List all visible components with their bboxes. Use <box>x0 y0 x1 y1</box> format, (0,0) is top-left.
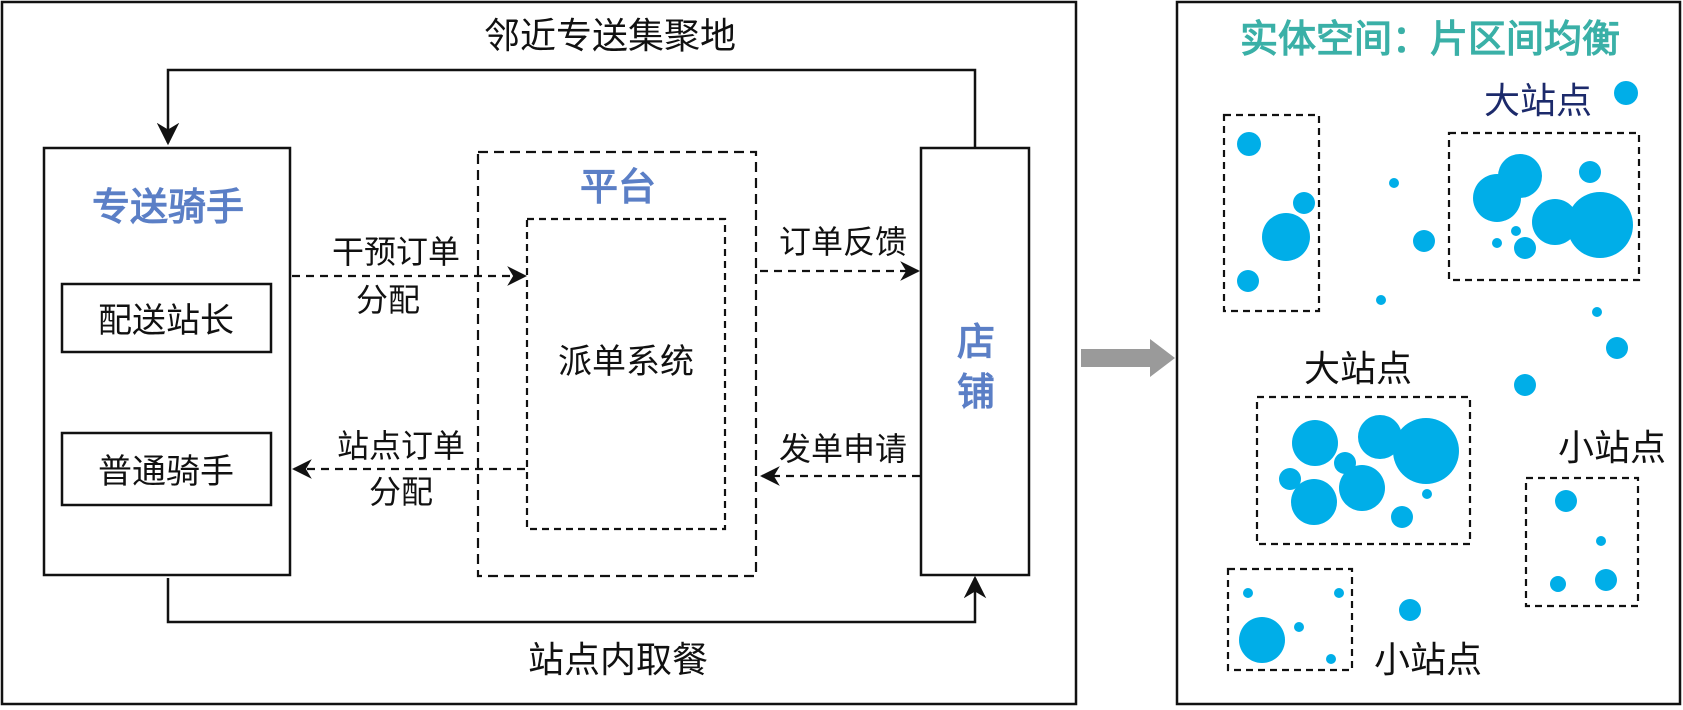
store-title-line1: 店 <box>957 320 995 364</box>
small-station-label-bottom: 小站点 <box>1374 640 1482 681</box>
station-manager-label: 配送站长 <box>98 301 234 341</box>
cluster-region-small-right <box>1524 476 1640 608</box>
demand-dot <box>1294 622 1304 632</box>
demand-dot <box>1492 238 1502 248</box>
demand-dot <box>1292 420 1338 466</box>
intervene-label-line1: 干预订单 <box>332 233 460 271</box>
demand-dot <box>1237 132 1261 156</box>
demand-dot <box>1326 654 1336 664</box>
demand-dot <box>1511 226 1521 236</box>
big-station-label-top: 大站点 <box>1484 81 1592 122</box>
demand-dot <box>1579 161 1601 183</box>
demand-dot <box>1606 337 1628 359</box>
regular-rider-label: 普通骑手 <box>98 452 234 492</box>
demand-dots <box>1237 81 1638 664</box>
feedback-label: 订单反馈 <box>779 223 907 261</box>
top-loop-arrow <box>156 68 977 147</box>
platform-box <box>476 150 758 578</box>
demand-dot <box>1514 374 1536 396</box>
demand-dot <box>1514 237 1536 259</box>
rider-title: 专送骑手 <box>92 185 244 229</box>
bottom-loop-label: 站点内取餐 <box>528 640 708 681</box>
small-station-label-right: 小站点 <box>1558 428 1666 469</box>
station-assign-label-line1: 站点订单 <box>337 427 465 465</box>
right-panel-frame <box>1175 0 1682 706</box>
cluster-region-top-right <box>1447 131 1641 282</box>
demand-dot <box>1592 307 1602 317</box>
demand-dot <box>1555 490 1577 512</box>
left-panel-frame <box>0 0 1078 706</box>
bottom-loop-arrow <box>166 575 987 624</box>
intervene-label-line2: 分配 <box>356 281 420 319</box>
demand-dot <box>1422 489 1432 499</box>
dispatch-system-label: 派单系统 <box>558 342 694 382</box>
store-title-line2: 铺 <box>957 370 995 414</box>
cluster-region-small-bottom <box>1226 567 1354 672</box>
demand-dot <box>1550 576 1566 592</box>
demand-dot <box>1262 213 1310 261</box>
regular-rider-box <box>60 431 273 507</box>
platform-title: 平台 <box>580 165 656 209</box>
demand-dot <box>1567 192 1633 258</box>
demand-dot <box>1279 468 1301 490</box>
demand-dot <box>1473 174 1521 222</box>
demand-dot <box>1399 599 1421 621</box>
big-station-label-mid: 大站点 <box>1304 349 1412 390</box>
transition-arrow <box>1081 339 1175 377</box>
demand-dot <box>1614 81 1638 105</box>
demand-dot <box>1358 415 1402 459</box>
demand-dot <box>1376 295 1386 305</box>
demand-dot <box>1243 588 1253 598</box>
right-panel-title: 实体空间：片区间均衡 <box>1240 17 1620 61</box>
demand-dot <box>1596 536 1606 546</box>
request-label: 发单申请 <box>779 430 907 468</box>
top-loop-label: 邻近专送集聚地 <box>484 16 736 57</box>
demand-dot <box>1532 199 1578 245</box>
demand-dot <box>1595 569 1617 591</box>
station-manager-box <box>60 282 273 354</box>
demand-dot <box>1291 479 1337 525</box>
demand-dot <box>1334 588 1344 598</box>
demand-dot <box>1237 270 1259 292</box>
demand-dot <box>1413 230 1435 252</box>
demand-dot <box>1393 418 1459 484</box>
demand-dot <box>1293 192 1315 214</box>
store-box <box>919 146 1031 577</box>
demand-dot <box>1391 506 1413 528</box>
station-assign-label-line2: 分配 <box>369 473 433 511</box>
demand-dot <box>1389 178 1399 188</box>
dispatch-system-box <box>525 217 727 531</box>
demand-dot <box>1239 617 1285 663</box>
cluster-region-left <box>1222 113 1321 313</box>
demand-dot <box>1339 465 1385 511</box>
